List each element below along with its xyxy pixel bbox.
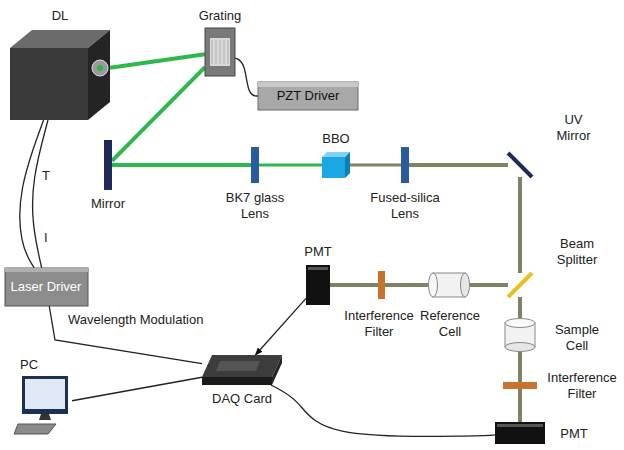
signal-cable — [33, 120, 48, 268]
computer-outline — [14, 376, 72, 436]
component-label: Sample Cell — [546, 322, 608, 355]
laser-beam — [518, 297, 522, 318]
laser-beam — [470, 283, 508, 287]
component-label: PMT — [554, 426, 594, 442]
laser-beam — [518, 352, 522, 382]
laser-beam — [385, 283, 428, 287]
uv-mirror: UV Mirror — [508, 153, 532, 177]
computer-shape — [14, 376, 68, 434]
laser-beam — [350, 164, 401, 167]
component-label: Grating — [190, 8, 250, 24]
bbo-crystal: BBO — [322, 152, 350, 178]
sample-cell-shape — [505, 319, 535, 352]
laser-beam — [518, 389, 522, 422]
component-label: Interference Filter — [340, 308, 418, 341]
interference-filter-outline — [378, 271, 385, 299]
daq-card-shape — [202, 355, 282, 385]
uv-mirror-shape — [508, 153, 532, 177]
laser-driver-shape — [5, 268, 88, 306]
grating-shape — [205, 28, 235, 76]
photomultiplier-outline — [306, 265, 330, 305]
lens-shape — [251, 147, 259, 183]
signal-cable — [20, 120, 44, 268]
photomultiplier-shape — [495, 422, 545, 444]
diode-laser-shape — [10, 30, 110, 120]
interference-filter-outline — [503, 382, 537, 389]
pzt-driver-shape — [258, 82, 358, 110]
component-label: UV Mirror — [546, 112, 601, 145]
mirror-outline — [104, 140, 112, 190]
interference-filter: Interference Filter — [503, 382, 537, 389]
component-label: Fused-silica Lens — [365, 190, 445, 223]
daq-card-outline — [202, 355, 282, 385]
uv-mirror-outline — [508, 153, 532, 177]
component-label: DAQ Card — [202, 391, 282, 407]
lens-outline — [401, 147, 409, 183]
cable-label: T — [40, 168, 52, 184]
laser-beam — [259, 164, 322, 167]
reference-cell-shape — [429, 273, 470, 297]
diode-laser-outline — [10, 30, 110, 120]
beam-splitter: Beam Splitter — [508, 273, 532, 297]
sample-cell-outline — [504, 318, 536, 352]
grating: Grating — [205, 28, 235, 76]
component-label: Reference Cell — [418, 308, 482, 341]
beam-splitter-outline — [508, 273, 532, 297]
component-label: BK7 glass Lens — [220, 190, 290, 223]
component-label: PC — [14, 357, 44, 373]
lens: BK7 glass Lens — [251, 147, 259, 183]
laser-beam — [409, 163, 508, 167]
component-label: Laser Driver — [5, 279, 88, 295]
laser-beam — [518, 177, 522, 273]
grating-outline — [205, 28, 235, 76]
bbo-crystal-outline — [322, 152, 350, 178]
signal-cable — [49, 306, 202, 364]
laser-beam — [112, 163, 251, 167]
laser-beam — [110, 54, 205, 68]
interference-filter-shape — [378, 271, 385, 299]
interference-filter-shape — [503, 382, 537, 389]
component-label: PMT — [298, 244, 338, 260]
diode-laser: DL — [10, 30, 110, 120]
cable-label: Wavelength Modulation — [66, 312, 205, 328]
cable-label: I — [42, 230, 50, 246]
signal-cable — [271, 385, 495, 436]
laser-beam — [112, 67, 205, 161]
lens-outline — [251, 147, 259, 183]
mirror: Mirror — [104, 140, 112, 190]
photomultiplier: PMT — [495, 422, 545, 444]
component-label: Interference Filter — [544, 370, 620, 403]
component-label: PZT Driver — [258, 88, 358, 104]
mirror-shape — [104, 140, 112, 190]
photomultiplier: PMT — [306, 265, 330, 305]
signal-cable — [255, 298, 306, 355]
bbo-crystal-shape — [322, 152, 350, 178]
component-label: Mirror — [83, 196, 133, 212]
computer: PC — [14, 376, 72, 436]
component-label: DL — [35, 8, 85, 24]
lens-shape — [401, 147, 409, 183]
component-label: BBO — [316, 131, 356, 147]
laser-driver: Laser Driver — [5, 268, 88, 306]
reference-cell-outline — [428, 272, 470, 298]
signal-cable — [72, 377, 202, 401]
beam-splitter-shape — [508, 273, 532, 297]
laser-beam — [330, 283, 378, 287]
photomultiplier-shape — [306, 265, 330, 305]
daq-card: DAQ Card — [202, 355, 282, 385]
photomultiplier-outline — [495, 422, 545, 444]
signal-cable — [235, 58, 258, 96]
reference-cell: Reference Cell — [428, 272, 470, 298]
interference-filter: Interference Filter — [378, 271, 385, 299]
component-label: Beam Splitter — [546, 236, 608, 269]
lens: Fused-silica Lens — [401, 147, 409, 183]
sample-cell: Sample Cell — [504, 318, 536, 352]
pzt-driver: PZT Driver — [258, 82, 358, 110]
